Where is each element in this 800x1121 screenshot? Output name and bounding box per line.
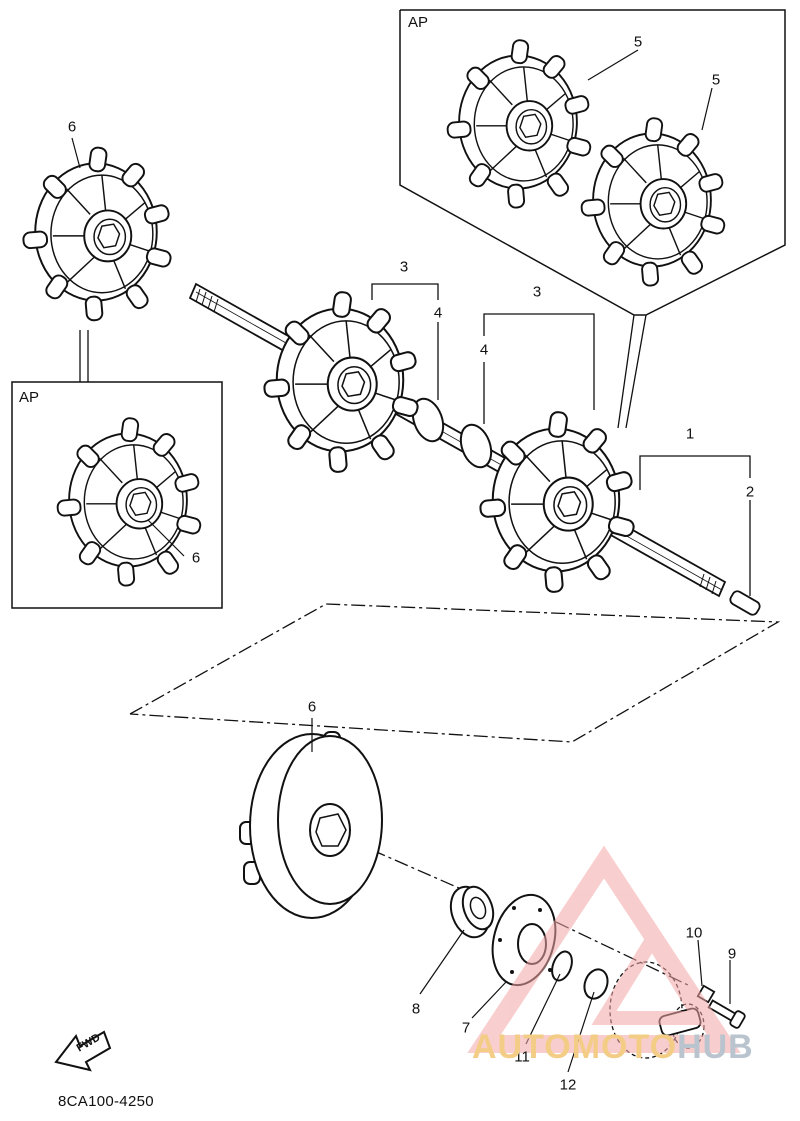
callout-7: 7 [461,1019,471,1037]
callout-3a: 3 [399,258,409,276]
callout-6b: 6 [191,549,201,567]
bolt [707,999,746,1029]
callout-6a: 6 [67,118,77,136]
watermark-part-1: AUTOMOTO [472,1028,678,1066]
callout-6c: 6 [307,698,317,716]
ap-label-top: AP [408,14,429,31]
leader-lines [71,49,731,1073]
callout-12: 12 [559,1076,577,1094]
watermark-text: AUTOMOTOHUB [472,1030,754,1064]
callout-10: 10 [685,924,703,942]
nut [583,968,609,1000]
callout-4a: 4 [433,304,443,322]
shaft-end-nut [729,590,761,616]
callout-1: 1 [685,425,695,443]
reference-lines [129,603,781,987]
callout-8: 8 [411,1000,421,1018]
ap-label-left: AP [19,389,40,406]
callout-4b: 4 [479,341,489,359]
callout-5b: 5 [711,71,721,89]
watermark-part-2: HUB [677,1028,754,1066]
large-sprocket-wheel [239,731,383,919]
callout-2: 2 [745,483,755,501]
callout-3b: 3 [532,283,542,301]
diagram-code: 8CA100-4250 [58,1093,154,1110]
callout-brackets [371,283,751,596]
callout-11: 11 [514,1048,530,1066]
fwd-arrow [54,1030,112,1072]
watermark-logo [467,845,741,1053]
drive-shaft [188,282,761,616]
callout-9: 9 [727,945,737,963]
bearing [449,885,495,939]
ap-box-left [11,381,223,609]
ap-box-top [399,9,786,316]
callout-5a: 5 [633,33,643,51]
